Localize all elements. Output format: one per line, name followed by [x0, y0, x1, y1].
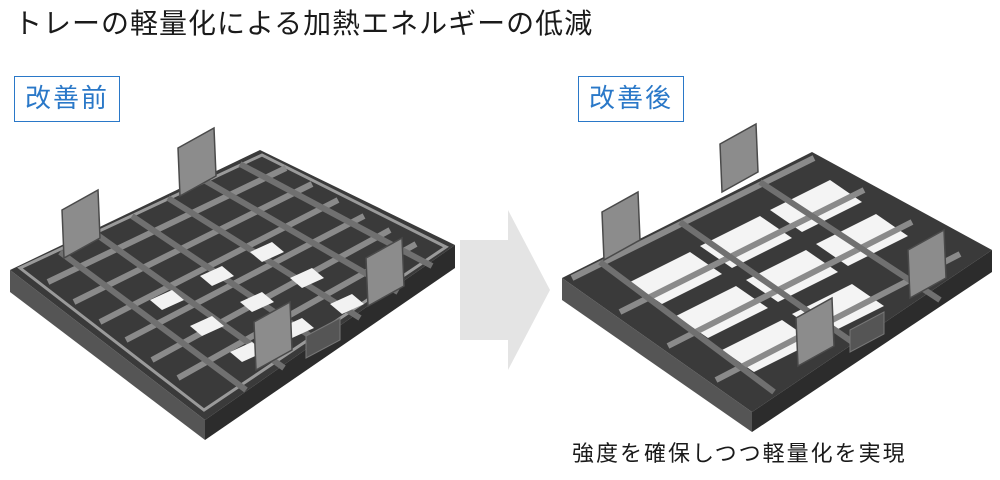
- caption: 強度を確保しつつ軽量化を実現: [572, 442, 907, 467]
- page-title: トレーの軽量化による加熱エネルギーの低減: [14, 7, 594, 40]
- after-label: 改善後: [578, 76, 685, 122]
- right-arrow-icon: [460, 210, 550, 370]
- before-label: 改善前: [14, 76, 121, 122]
